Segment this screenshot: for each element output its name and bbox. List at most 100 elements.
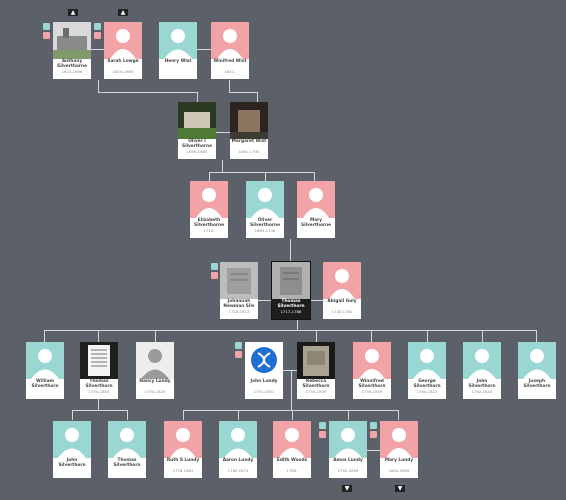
male-silhouette-icon [159,22,197,59]
person-photo [230,102,268,139]
person-card-john-silverthorn[interactable]: John Silverthorn 1762-1844 [463,342,501,399]
connector [72,410,127,411]
person-name: John Silverthorn [58,458,86,468]
person-card-ruth[interactable]: Ruth S Lundy 1778-1861 [164,421,202,478]
person-card-nancy[interactable]: Nancy Lundy 1750-1820 [136,342,174,399]
mother-indicator-icon[interactable] [319,431,326,438]
person-card-winnifred[interactable]: Winnifred Silverthorn 1759-1859 [353,342,391,399]
female-silhouette-icon [273,421,311,458]
person-dates: 1760-1822 [416,389,438,394]
father-indicator-icon[interactable] [211,263,218,270]
connector [222,160,223,172]
person-card-abigail[interactable]: Abigail Guly 1730-1784 [323,262,361,319]
person-name: Abigail Guly [327,299,357,304]
person-card-henry[interactable]: Henry Wist [159,22,197,79]
father-indicator-icon[interactable] [370,422,377,429]
person-card-edith[interactable]: Edith Woods 1786- [273,421,311,478]
person-card-george[interactable]: George Silverthorn 1760-1822 [408,342,446,399]
person-card-oliver-i[interactable]: Oliver I Silverthorne 1656-1685 [178,102,216,159]
person-card-rebecca[interactable]: Rebecca Silverthorn 1754-1839 [297,342,335,399]
person-card-william[interactable]: William Silverthorn [26,342,64,399]
person-name: George Silverthorn [413,379,441,389]
connector [291,370,292,410]
chevron-down-icon: ▼ [344,485,350,492]
connector [314,172,315,181]
person-name: John Silverthorn [468,379,496,389]
person-photo [297,342,335,379]
person-name: Mary Silverthorne [300,218,332,228]
person-card-joseph[interactable]: Joseph Silverthorn [518,342,556,399]
female-silhouette-icon [164,421,202,458]
connector [238,410,239,420]
person-dates: 1625-1669 [112,69,134,74]
connector [292,410,293,420]
connector [367,450,381,451]
connector [91,49,112,50]
person-card-johannah[interactable]: Johannah Newman Silv 1718-1813 [220,262,258,319]
person-card-mary[interactable]: Mary Silverthorne [297,181,335,238]
connector [536,330,537,342]
person-dates: 1730-1784 [331,309,353,314]
connector [209,172,210,181]
expand-descendants-button[interactable]: ▼ [395,485,405,492]
connector [196,49,212,50]
mother-indicator-icon[interactable] [94,32,101,39]
dna-icon [245,342,283,379]
father-indicator-icon[interactable] [235,342,242,349]
father-indicator-icon[interactable] [94,23,101,30]
mother-indicator-icon[interactable] [235,351,242,358]
female-silhouette-icon [380,421,418,458]
connector [229,92,257,93]
person-card-anthony[interactable]: Anthony Silverthorne 1623-1696 [53,22,91,79]
person-card-oliver[interactable]: Oliver Silverthorne 1685-1746 [246,181,284,238]
connector [316,330,317,342]
connector [371,330,372,342]
mother-indicator-icon[interactable] [211,272,218,279]
person-card-margaret[interactable]: Margaret Wist 1661-1700 [230,102,268,159]
father-indicator-icon[interactable] [319,422,326,429]
person-name: Margaret Wist [231,139,267,144]
expand-ancestors-button[interactable]: ▲ [68,9,78,16]
person-dates: 1778-1861 [172,468,194,473]
person-name: Sarah Lowge [107,59,139,64]
father-indicator-icon[interactable] [43,23,50,30]
person-dates: 1623-1696 [61,69,83,74]
expand-ancestors-button[interactable]: ▲ [118,9,128,16]
person-name: John Lundy [250,379,278,384]
person-name: Winifred Wist [213,59,247,64]
person-card-winifred[interactable]: Winifred Wist 1651- [211,22,249,79]
person-name: Oliver I Silverthorne [181,139,213,149]
male-silhouette-icon [53,421,91,458]
person-card-thomas[interactable]: Thomas Silverthorn 1750-1800 [80,342,118,399]
connector [297,318,298,330]
person-dates: 1786- [286,468,298,473]
person-card-aaron[interactable]: Aaron Lundy 1780-1874 [219,421,257,478]
male-silhouette-icon [408,342,446,379]
person-dates: 1717-1788 [280,309,302,314]
person-dates: 1685-1746 [254,228,276,233]
person-dates: 1792-1859 [337,468,359,473]
person-dates: 1651- [224,69,236,74]
person-card-amos[interactable]: Amos Lundy 1792-1859 [329,421,367,478]
expand-descendants-button[interactable]: ▼ [342,485,352,492]
person-card-sarah[interactable]: Sarah Lowge 1625-1669 [104,22,142,79]
person-card-thomas-selected[interactable]: Thomas Silverthorn 1717-1788 [271,261,311,320]
person-name: Thomas Silverthorn [277,299,305,309]
connector [209,172,314,173]
person-card-elizabeth[interactable]: Elizabeth Silverthorne 1715- [190,181,228,238]
person-card-john[interactable]: John Silverthorn [53,421,91,478]
person-card-mary-lundy[interactable]: Mary Lundy 1804-1889 [380,421,418,478]
mother-indicator-icon[interactable] [43,32,50,39]
person-card-john-lundy[interactable]: John Lundy 1751-1831 [245,342,283,399]
connector [98,80,99,92]
person-card-thomas-jr[interactable]: Thomas Silverthorn [108,421,146,478]
connector [398,410,399,420]
chevron-up-icon: ▲ [70,9,76,16]
mother-indicator-icon[interactable] [370,431,377,438]
female-silhouette-icon [211,22,249,59]
connector [265,172,266,181]
connector [44,330,536,331]
person-name: Oliver Silverthorne [249,218,281,228]
connector [482,330,483,342]
